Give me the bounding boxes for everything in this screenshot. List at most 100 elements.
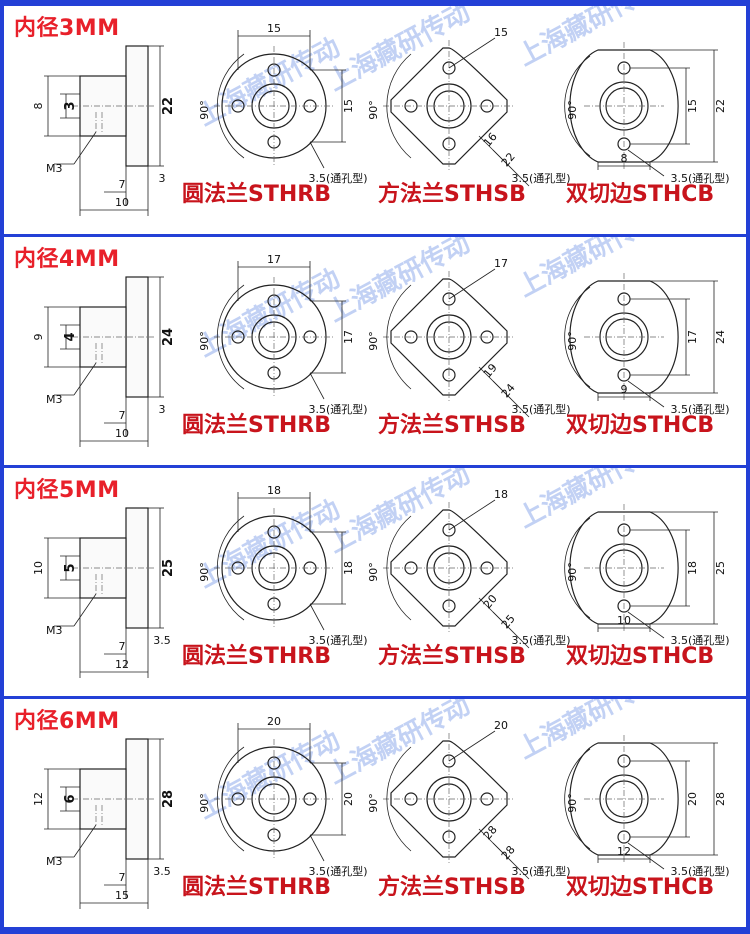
cut-hole-label: 3.5(通孔型)	[670, 864, 729, 878]
thread-label: M3	[46, 162, 63, 175]
hole-leader	[309, 603, 325, 631]
bore-dia-value: 3	[63, 101, 78, 110]
hub-dia-value: 10	[32, 561, 45, 575]
watermark-text: 上海藏研传动	[323, 468, 475, 559]
round-pitch-right: 18	[342, 561, 355, 575]
hub-len-value: 7	[119, 640, 126, 653]
watermark-text: 上海藏研传动	[513, 6, 665, 72]
square-diag-1: 20	[481, 592, 500, 611]
square-diag-2: 24	[499, 381, 518, 400]
hole-leader	[627, 380, 665, 408]
hub-len-value: 7	[119, 409, 126, 422]
round-hole-label: 3.5(通孔型)	[308, 633, 367, 647]
cut-hole-label: 3.5(通孔型)	[670, 171, 729, 185]
watermark-text: 上海藏研传动	[193, 263, 345, 363]
watermark-text: 上海藏研传动	[513, 237, 665, 303]
round-model-label: 圆法兰STHRB	[182, 413, 331, 438]
round-hole-label: 3.5(通孔型)	[308, 864, 367, 878]
square-pitch: 17	[494, 257, 508, 270]
round-angle: 90°	[198, 562, 211, 582]
cut-width: 8	[621, 152, 628, 165]
angle-arc	[386, 53, 412, 159]
outer-dia-value: 25	[161, 559, 176, 577]
square-diag-2: 28	[499, 843, 518, 862]
diag-dim-2	[492, 611, 530, 649]
angle-arc	[386, 746, 412, 852]
cut-angle: 90°	[566, 793, 579, 813]
hole-leader	[627, 611, 665, 639]
bore-dia-value: 5	[63, 563, 78, 572]
cut-pitch: 17	[686, 330, 699, 344]
cut-model-label: 双切边STHCB	[566, 413, 715, 438]
flange-thk-value: 3.5	[153, 634, 171, 647]
cut-width: 9	[621, 383, 628, 396]
thread-leader	[73, 824, 97, 858]
outer-dia-value: 28	[161, 790, 176, 808]
total-len-value: 15	[115, 889, 129, 902]
hub-len-value: 7	[119, 871, 126, 884]
square-model-label: 方法兰STHSB	[378, 413, 526, 438]
panel-title: 内径5MM	[14, 478, 120, 503]
pitch-leader	[448, 499, 496, 531]
bore-dia-value: 4	[63, 332, 78, 341]
watermark-text: 上海藏研传动	[513, 468, 665, 534]
pitch-leader	[448, 268, 496, 300]
cut-pitch: 20	[686, 792, 699, 806]
flange-outline	[390, 509, 508, 627]
watermark: 上海藏研传动上海藏研传动上海藏研传动	[193, 468, 665, 594]
square-angle: 90°	[367, 331, 380, 351]
square-angle: 90°	[367, 100, 380, 120]
cut-hole-label: 3.5(通孔型)	[670, 633, 729, 647]
hole-leader	[309, 834, 325, 862]
round-pitch-top: 20	[267, 715, 281, 728]
angle-arc	[564, 55, 591, 157]
round-pitch-top: 15	[267, 22, 281, 35]
total-len-value: 10	[115, 196, 129, 209]
square-pitch: 20	[494, 719, 508, 732]
cut-pitch: 18	[686, 561, 699, 575]
angle-arc	[386, 284, 412, 390]
hub-len-value: 7	[119, 178, 126, 191]
thread-label: M3	[46, 855, 63, 868]
cut-outer: 28	[714, 792, 727, 806]
watermark: 上海藏研传动上海藏研传动上海藏研传动	[193, 237, 665, 363]
thread-leader	[73, 362, 97, 396]
flange-thk-value: 3	[159, 403, 166, 416]
diag-dim-2	[492, 380, 530, 418]
watermark-text: 上海藏研传动	[323, 6, 475, 97]
watermark: 上海藏研传动上海藏研传动上海藏研传动	[193, 6, 665, 132]
angle-arc	[564, 748, 591, 850]
round-model-label: 圆法兰STHRB	[182, 182, 331, 207]
square-hole-label: 3.5(通孔型)	[511, 864, 570, 878]
flange-outline	[390, 47, 508, 165]
flange-thk-value: 3.5	[153, 865, 171, 878]
angle-arc	[216, 284, 245, 390]
angle-arc	[216, 53, 245, 159]
flange-outline	[390, 278, 508, 396]
panel-title: 内径4MM	[14, 247, 120, 272]
hub-dia-value: 9	[32, 334, 45, 341]
watermark-text: 上海藏研传动	[193, 32, 345, 132]
square-pitch: 18	[494, 488, 508, 501]
cut-width: 10	[617, 614, 631, 627]
hole-leader	[309, 372, 325, 400]
flange-outline	[390, 740, 508, 858]
thread-leader	[73, 593, 97, 627]
round-model-label: 圆法兰STHRB	[182, 644, 331, 669]
round-pitch-top: 17	[267, 253, 281, 266]
cut-hole-label: 3.5(通孔型)	[670, 402, 729, 416]
square-diag-2: 22	[499, 150, 518, 169]
square-pitch: 15	[494, 26, 508, 39]
total-len-value: 10	[115, 427, 129, 440]
